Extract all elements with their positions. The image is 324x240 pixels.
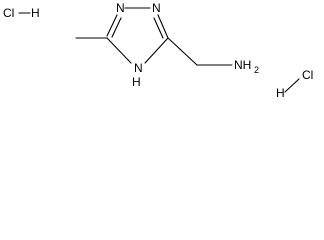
salt-right-bond <box>284 78 300 93</box>
bond-n1-c5-double <box>111 17 122 38</box>
aminomethyl-group: NH 2 <box>167 37 259 75</box>
ring-n4-h-label: H <box>132 75 141 89</box>
bond-c5-n4 <box>106 37 132 64</box>
bond-c3-ch2 <box>167 37 198 66</box>
bond-n2-c3 <box>157 14 169 39</box>
hcl-salt-left: Cl H <box>3 6 40 20</box>
amine-subscript: 2 <box>254 65 259 75</box>
salt-right-h-label: H <box>276 86 285 100</box>
salt-left-cl-label: Cl <box>3 6 14 20</box>
bond-n1-c5 <box>106 14 118 37</box>
amine-label: NH <box>234 58 251 72</box>
salt-right-cl-label: Cl <box>302 68 313 82</box>
salt-left-h-label: H <box>31 6 40 20</box>
ring-n4-label: N <box>134 61 143 75</box>
triazole-ring: N N N H <box>106 1 169 89</box>
bond-c3-n4 <box>144 37 169 64</box>
ring-n1-label: N <box>116 1 125 15</box>
hcl-salt-right: Cl H <box>276 68 313 100</box>
bond-n2-c3-double <box>153 17 164 39</box>
chemical-structure: Cl H N N N H NH 2 Cl H <box>3 1 313 100</box>
ring-n2-label: N <box>152 1 161 15</box>
